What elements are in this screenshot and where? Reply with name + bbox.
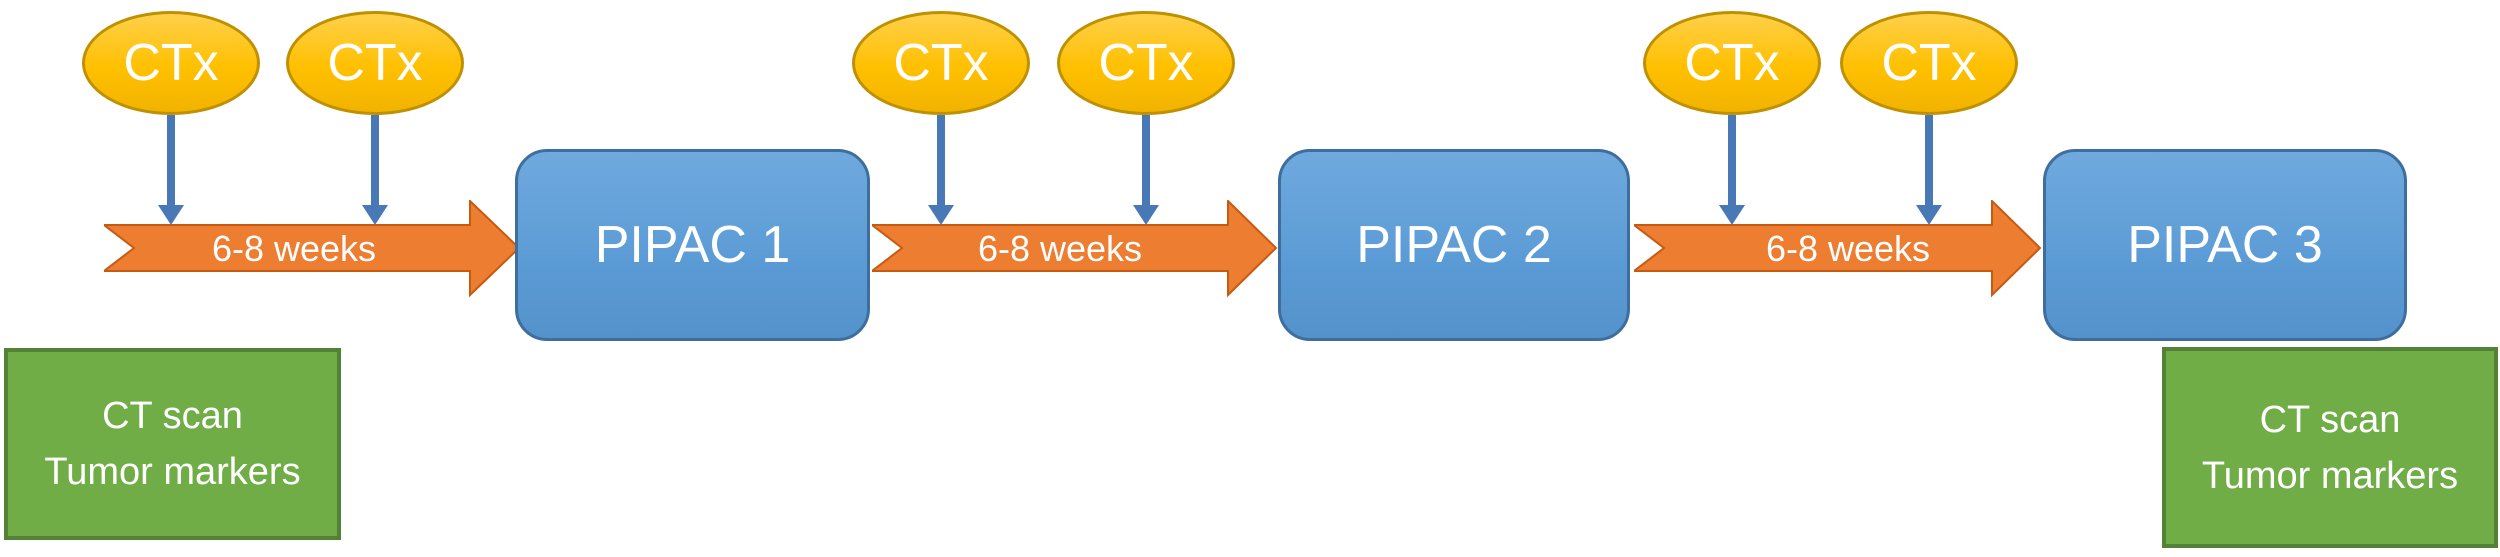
ctx-down-arrow-1-head-icon xyxy=(158,205,184,225)
pipac-label-3: PIPAC 3 xyxy=(2127,216,2323,274)
ctx-down-arrow-6-head-icon xyxy=(1916,205,1942,225)
ctx-label: CTx xyxy=(1881,34,1977,92)
ctx-ellipse-4: CTx xyxy=(1057,11,1235,115)
ctx-label: CTx xyxy=(327,34,423,92)
ctx-label: CTx xyxy=(1098,34,1194,92)
pipac-label-2: PIPAC 2 xyxy=(1356,216,1552,274)
interval-arrow-1 xyxy=(104,200,521,298)
ctx-ellipse-2: CTx xyxy=(286,11,464,115)
ctx-ellipse-6: CTx xyxy=(1840,11,2018,115)
ctx-ellipse-3: CTx xyxy=(852,11,1030,115)
ctx-down-arrow-5-head-icon xyxy=(1719,205,1745,225)
assessment-box-left: CT scan Tumor markers xyxy=(4,348,341,540)
ctx-down-arrow-3 xyxy=(937,115,945,207)
ctx-ellipse-5: CTx xyxy=(1643,11,1821,115)
interval-label-2: 6-8 weeks xyxy=(977,228,1143,269)
pipac-box-3: PIPAC 3 xyxy=(2043,149,2407,341)
ctx-down-arrow-2 xyxy=(371,115,379,207)
ctx-label: CTx xyxy=(1684,34,1780,92)
ctx-down-arrow-5 xyxy=(1728,115,1736,207)
interval-arrow-2 xyxy=(872,200,1278,298)
pipac-box-2: PIPAC 2 xyxy=(1278,149,1630,341)
pipac-box-1: PIPAC 1 xyxy=(515,149,870,341)
ctx-down-arrow-4-head-icon xyxy=(1133,205,1159,225)
interval-arrow-3-shape xyxy=(1634,200,2042,298)
interval-label-1: 6-8 weeks xyxy=(211,228,377,269)
assessment-line-ct-scan: CT scan xyxy=(2259,398,2401,441)
ctx-down-arrow-2-head-icon xyxy=(362,205,388,225)
ctx-down-arrow-4 xyxy=(1142,115,1150,207)
ctx-down-arrow-6 xyxy=(1925,115,1933,207)
ctx-down-arrow-1 xyxy=(167,115,175,207)
interval-arrow-1-shape xyxy=(104,200,521,298)
ctx-down-arrow-3-head-icon xyxy=(928,205,954,225)
assessment-line-tumor-markers: Tumor markers xyxy=(44,451,301,493)
ctx-label: CTx xyxy=(893,34,989,92)
ctx-label: CTx xyxy=(123,34,219,92)
assessment-line-tumor-markers: Tumor markers xyxy=(2201,454,2459,497)
assessment-line-ct-scan: CT scan xyxy=(102,395,243,437)
interval-arrow-2-shape xyxy=(872,200,1278,298)
pipac-label-1: PIPAC 1 xyxy=(594,216,791,274)
interval-arrow-3 xyxy=(1634,200,2042,298)
assessment-box-right: CT scan Tumor markers xyxy=(2162,347,2498,548)
interval-label-3: 6-8 weeks xyxy=(1765,228,1931,269)
ctx-ellipse-1: CTx xyxy=(82,11,260,115)
